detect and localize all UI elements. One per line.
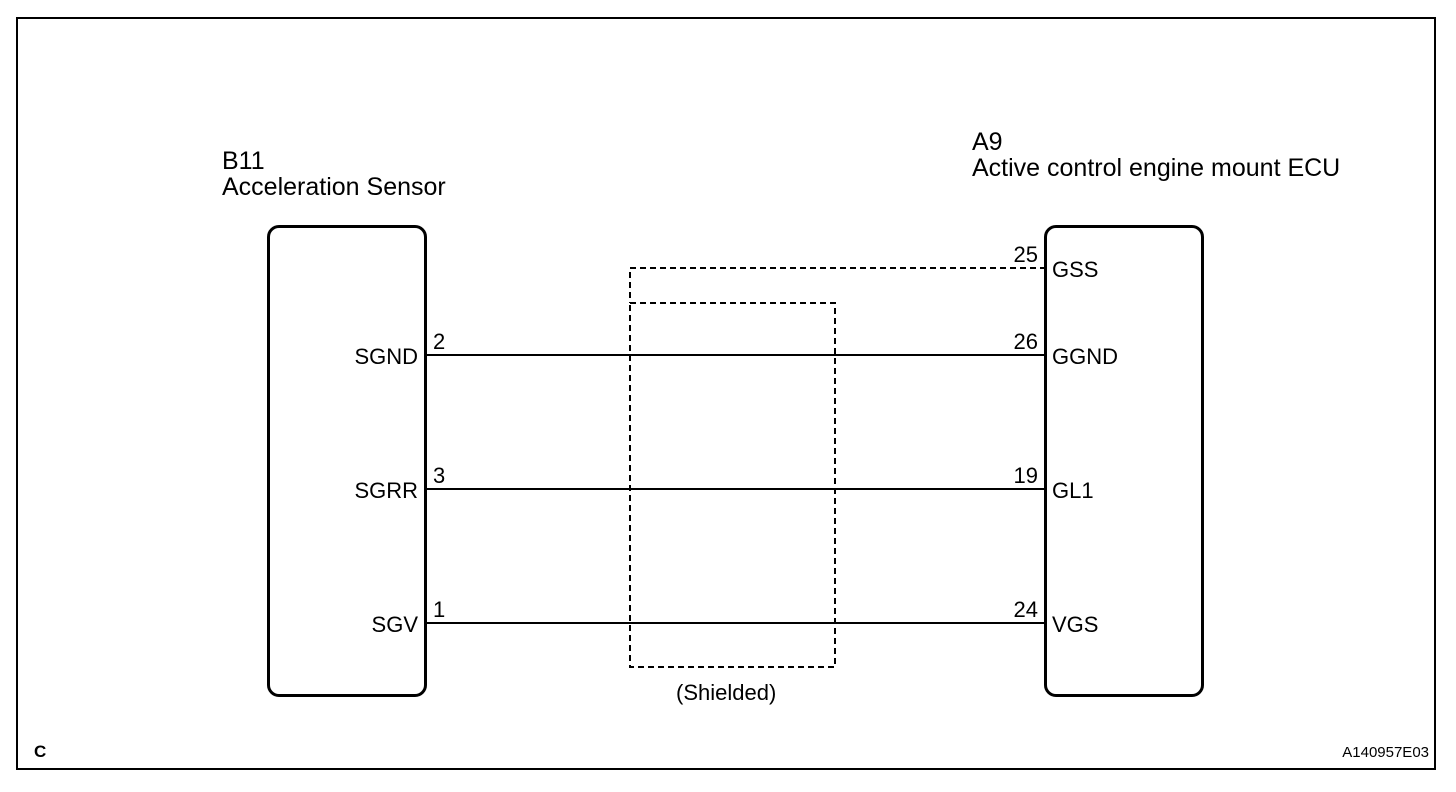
left-component-id: B11 (222, 147, 265, 175)
left-component-name: Acceleration Sensor (222, 173, 446, 201)
left-pin-label-sgrr: SGRR (354, 478, 418, 503)
left-pin-number-3: 3 (433, 463, 446, 488)
right-pin-number-26: 26 (1013, 329, 1038, 354)
right-pin-label-gl1: GL1 (1052, 478, 1094, 503)
left-pin-label-sgv: SGV (371, 612, 418, 637)
right-pin-number-24: 24 (1013, 597, 1038, 622)
right-pin-label-ggnd: GGND (1052, 344, 1118, 369)
right-component-name: Active control engine mount ECU (972, 154, 1341, 182)
right-pin-label-vgs: VGS (1052, 612, 1099, 637)
acceleration-sensor-box (267, 225, 427, 697)
left-pin-number-1: 1 (433, 597, 446, 622)
left-pin-number-2: 2 (433, 329, 446, 354)
diagram-frame (16, 17, 1436, 770)
shield-label: (Shielded) (676, 680, 777, 705)
right-pin-number-25: 25 (1013, 242, 1038, 267)
right-pin-label-gss: GSS (1052, 257, 1099, 282)
shield-drain-wire (629, 267, 1046, 303)
left-pin-label-sgnd: SGND (354, 344, 418, 369)
right-pin-number-19: 19 (1013, 463, 1038, 488)
right-component-id: A9 (972, 128, 1003, 156)
figure-id: A140957E03 (1342, 744, 1429, 761)
engine-mount-ecu-box (1044, 225, 1204, 697)
corner-letter: C (34, 742, 47, 761)
shield-enclosure (629, 302, 836, 668)
